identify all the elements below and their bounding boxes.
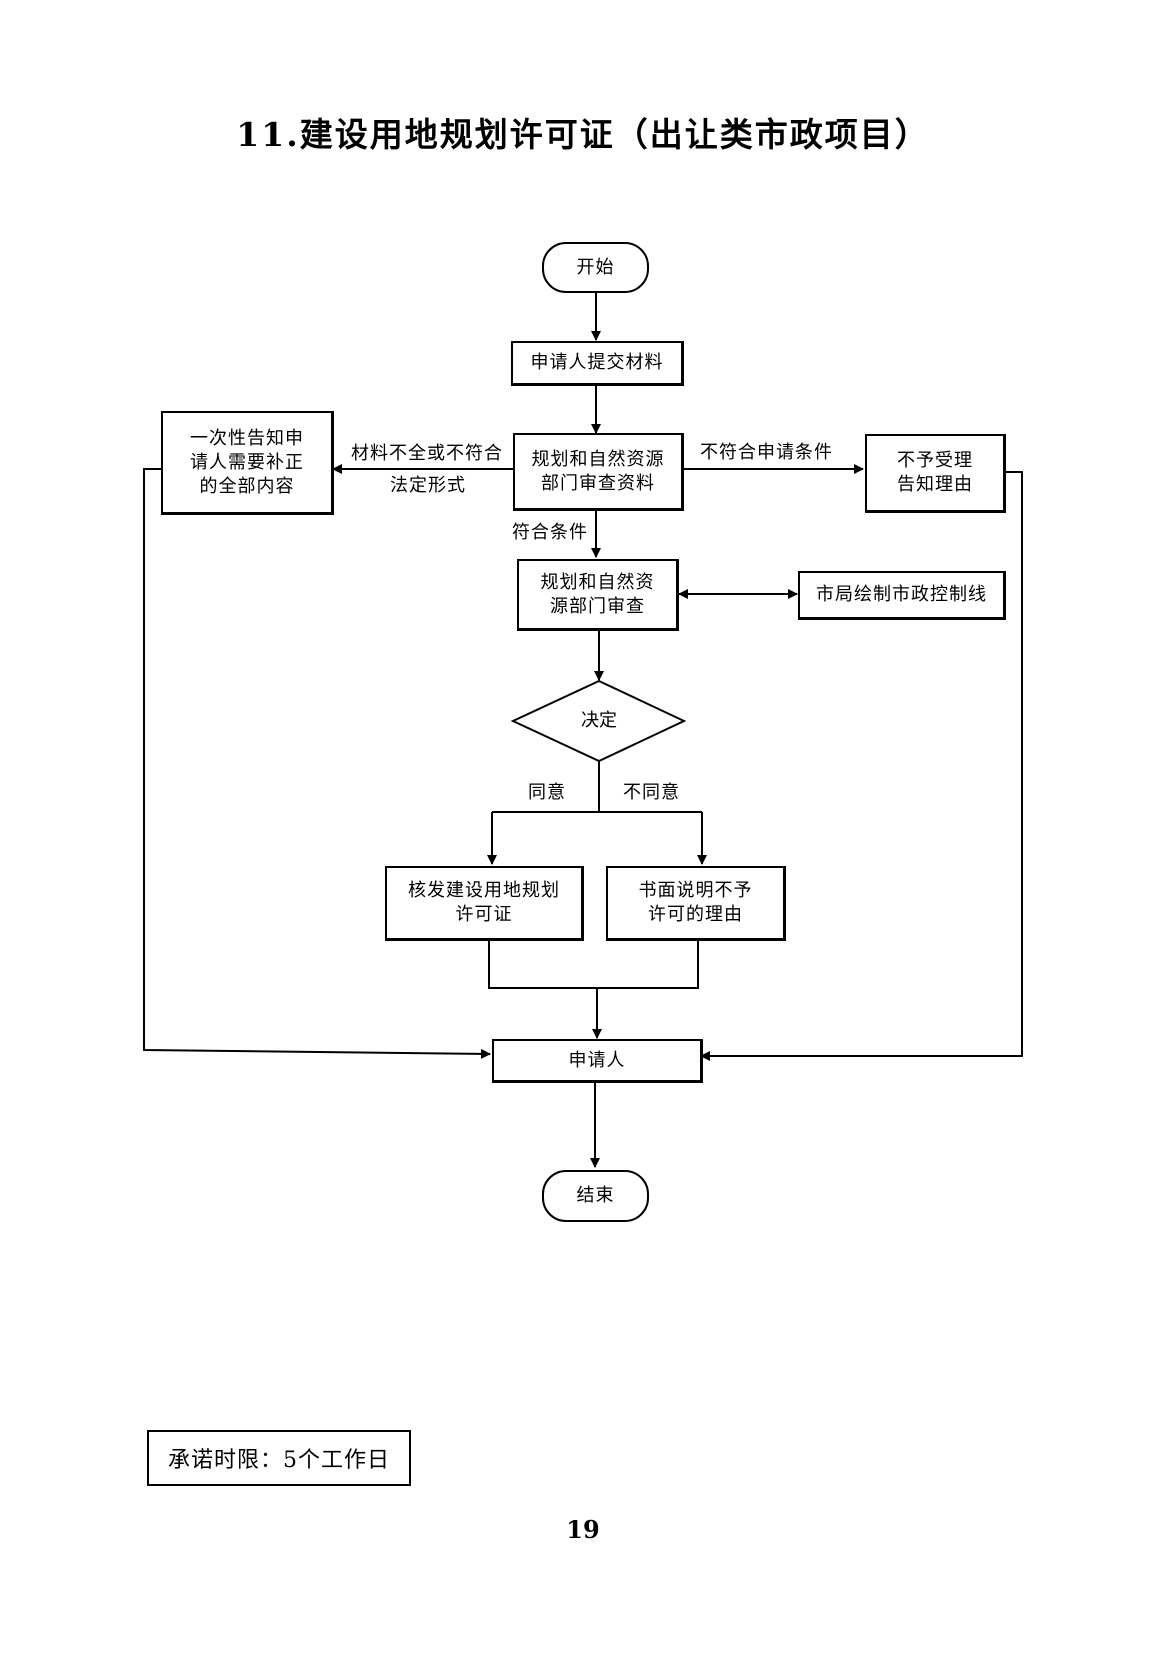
line-merge: [488, 939, 699, 989]
city-draw-label: 市局绘制市政控制线: [816, 584, 987, 605]
submit-materials-node: 申请人提交材料: [511, 341, 684, 386]
deny-reason-node: 书面说明不予 许可的理由: [606, 866, 786, 941]
notify-line-2: 请人需要补正: [190, 451, 304, 473]
notify-line-3: 的全部内容: [199, 475, 295, 497]
deny-line-1: 书面说明不予: [638, 880, 753, 901]
edge-label-incomplete-2: 法定形式: [390, 475, 466, 496]
audit-line-2: 源部门审查: [550, 595, 645, 617]
edge-label-eligible: 符合条件: [512, 522, 588, 543]
review-line-1: 规划和自然资源: [531, 448, 665, 470]
applicant-label: 申请人: [568, 1049, 626, 1071]
pledge-time-box: 承诺时限：5个工作日: [147, 1430, 411, 1486]
department-audit-node: 规划和自然资 源部门审查: [517, 559, 679, 631]
reject-node: 不予受理 告知理由: [865, 434, 1006, 513]
decision-label: 决定: [581, 710, 617, 731]
page-title: 11.建设用地规划许可证（出让类市政项目）: [236, 115, 930, 154]
arrow-reject-to-applicant: [700, 471, 1023, 1061]
review-materials-node: 规划和自然资源 部门审查资料: [513, 433, 684, 511]
page-number: 19: [566, 1515, 600, 1544]
reject-line-1: 不予受理: [897, 450, 973, 471]
start-node: 开始: [542, 242, 649, 293]
submit-materials-label: 申请人提交材料: [530, 352, 664, 373]
audit-line-1: 规划和自然资: [540, 571, 655, 593]
applicant-node: 申请人: [492, 1039, 703, 1083]
edge-label-agree: 同意: [528, 782, 566, 803]
issue-permit-node: 核发建设用地规划 许可证: [385, 866, 584, 941]
edge-label-incomplete-1: 材料不全或不符合: [351, 443, 503, 464]
edge-label-disagree: 不同意: [623, 782, 680, 803]
review-line-2: 部门审查资料: [541, 472, 655, 494]
edge-label-not-eligible: 不符合申请条件: [700, 442, 833, 463]
issue-line-1: 核发建设用地规划: [408, 880, 560, 901]
deny-line-2: 许可的理由: [648, 904, 743, 925]
city-draw-node: 市局绘制市政控制线: [798, 571, 1006, 620]
arrow-notify-to-applicant: [143, 468, 491, 1059]
reject-line-2: 告知理由: [897, 474, 973, 495]
notify-correction-node: 一次性告知申 请人需要补正 的全部内容: [161, 411, 334, 515]
issue-line-2: 许可证: [455, 904, 513, 925]
notify-line-1: 一次性告知申: [190, 427, 304, 449]
pledge-time-label: 承诺时限：5个工作日: [168, 1448, 390, 1473]
end-node: 结束: [542, 1170, 649, 1222]
